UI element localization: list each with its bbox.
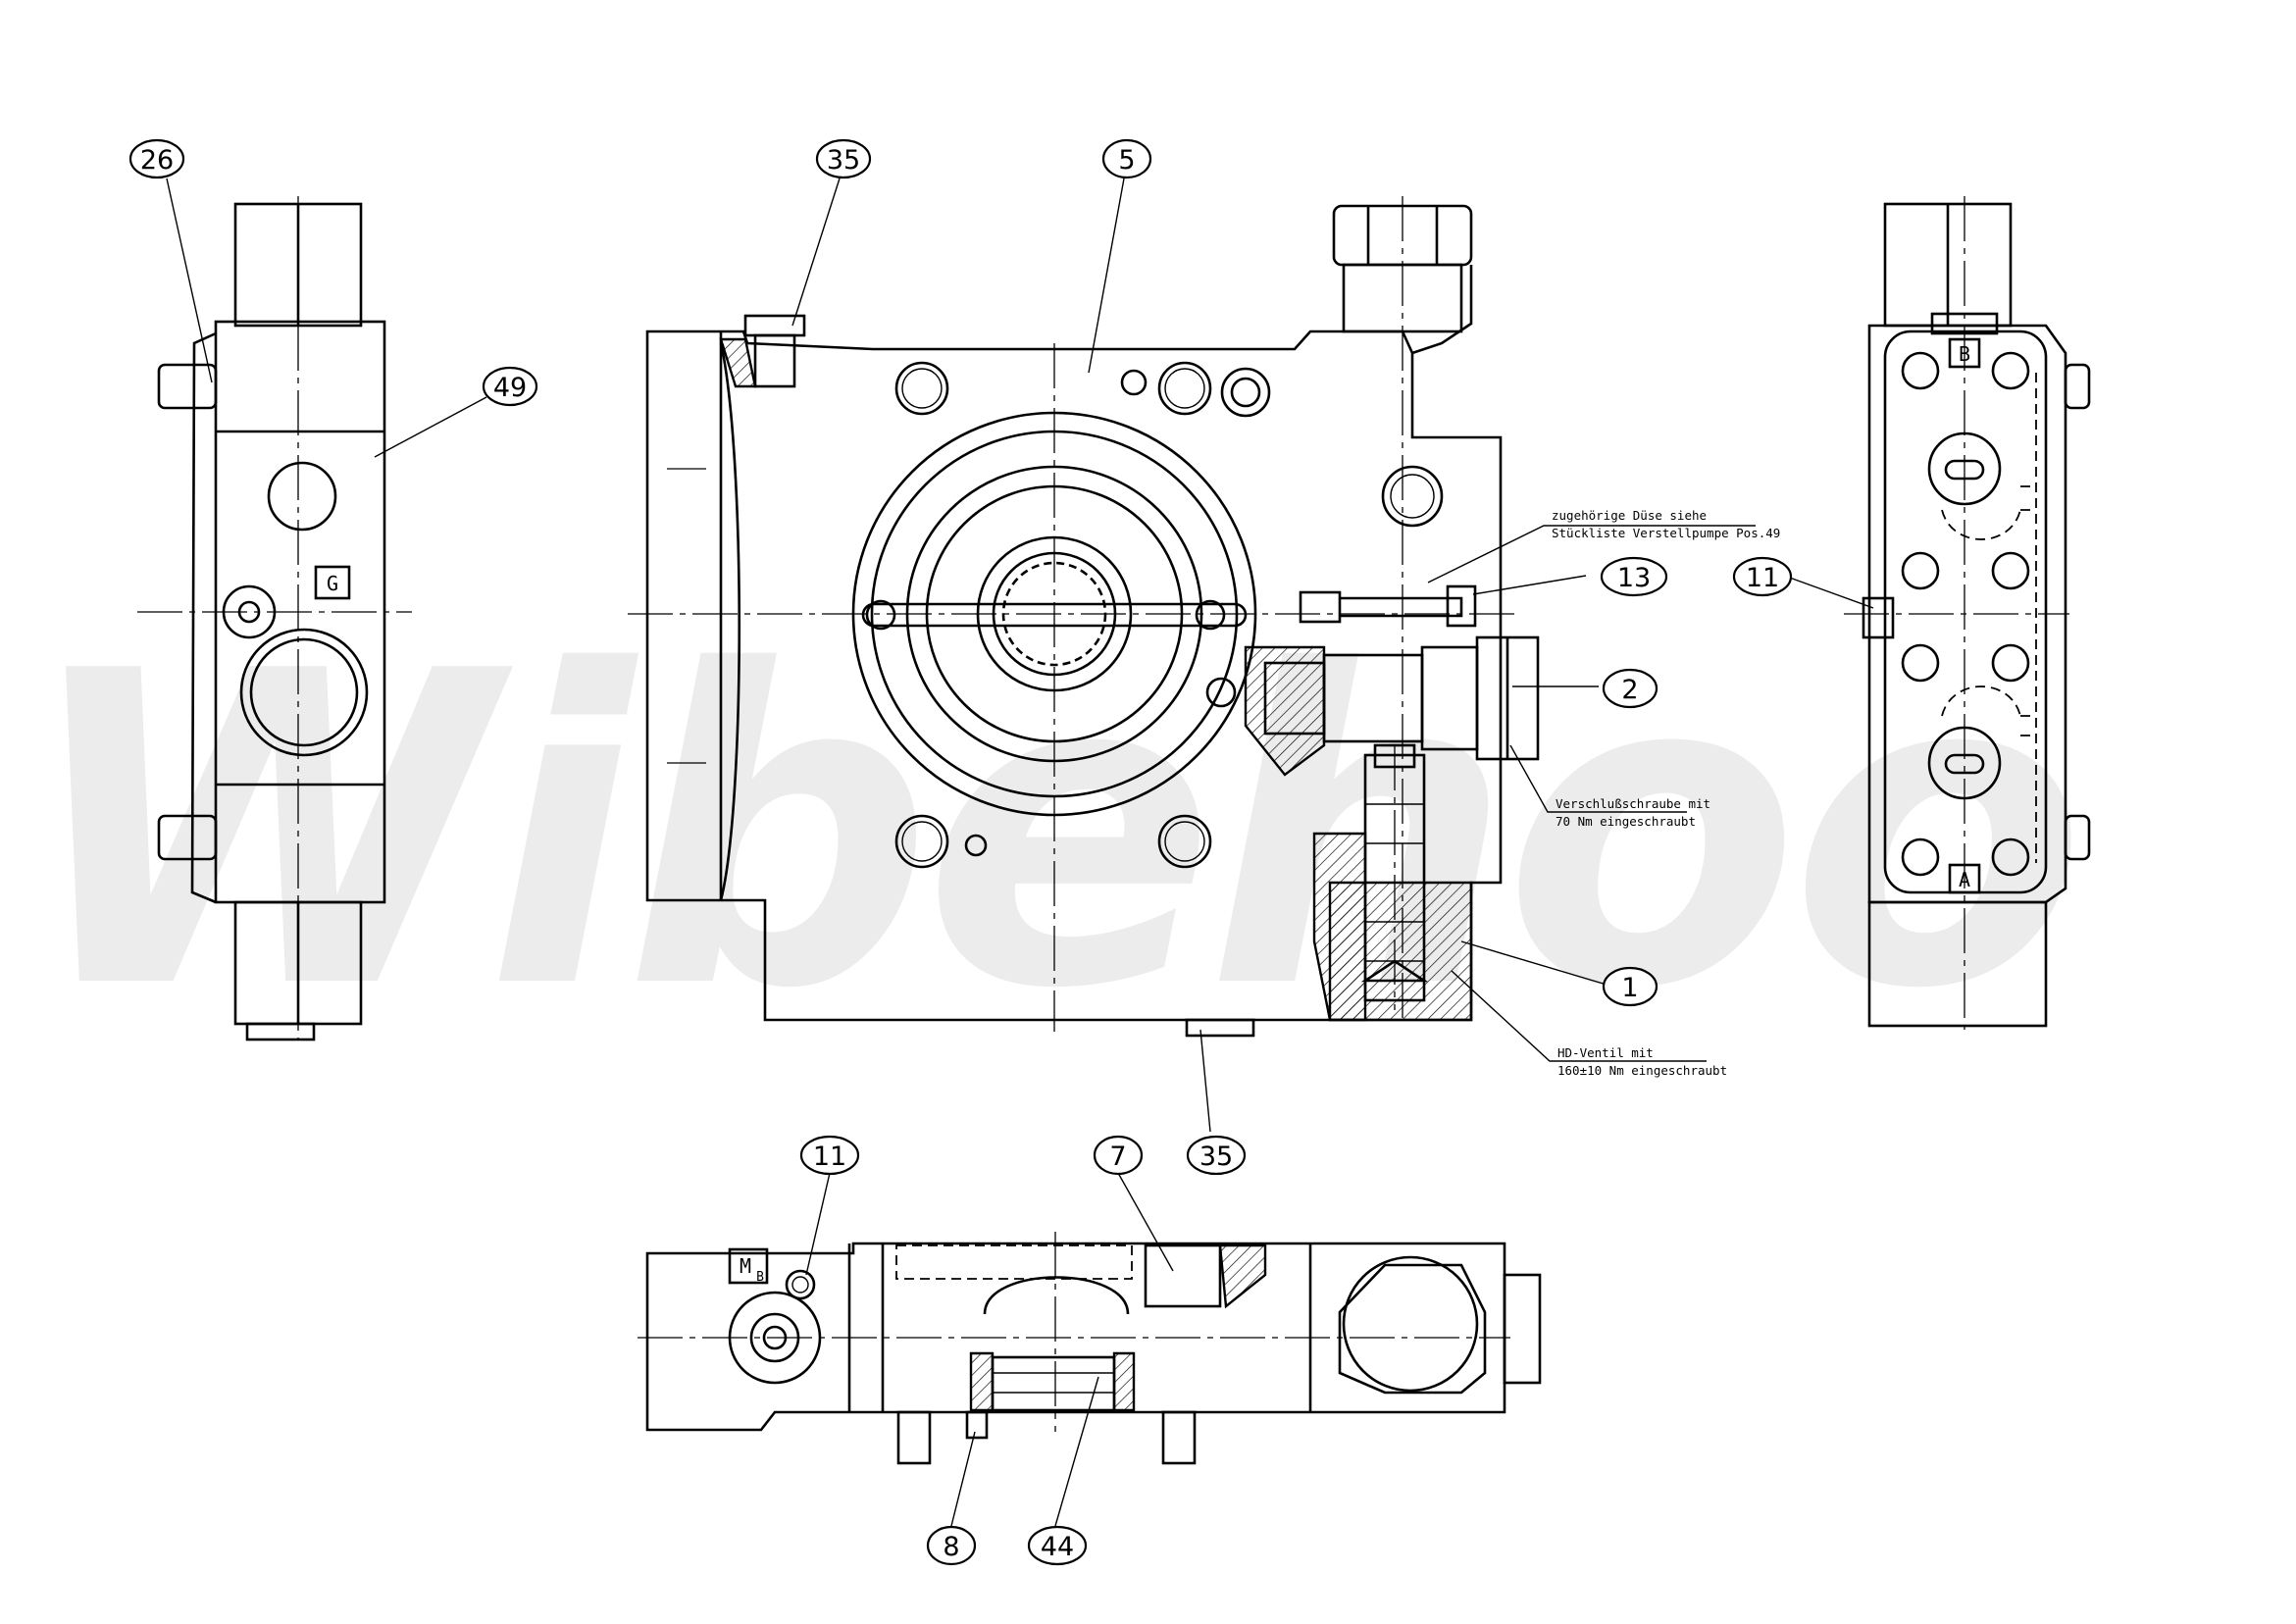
svg-text:26: 26 — [140, 145, 174, 176]
svg-text:2: 2 — [1621, 675, 1638, 705]
balloon-11-right: 11 — [1732, 556, 1793, 597]
bottom-view: M B — [638, 1232, 1542, 1465]
port-mb-label: M — [740, 1254, 751, 1278]
balloon-2: 2 — [1602, 668, 1658, 709]
note-nozzle: zugehörige Düse siehe Stückliste Verstel… — [1552, 508, 1780, 540]
note-plug-line2: 70 Nm eingeschraubt — [1556, 814, 1696, 829]
leader-lines — [166, 178, 1874, 1527]
svg-text:35: 35 — [1199, 1142, 1233, 1172]
note-valve-line1: HD-Ventil mit — [1557, 1045, 1654, 1060]
balloon-44: 44 — [1027, 1525, 1088, 1566]
balloon-1: 1 — [1602, 966, 1658, 1007]
note-nozzle-line1: zugehörige Düse siehe — [1552, 508, 1707, 523]
svg-text:35: 35 — [827, 145, 860, 176]
svg-text:1: 1 — [1621, 973, 1638, 1003]
port-g-label: G — [327, 572, 338, 595]
note-nozzle-line2: Stückliste Verstellpumpe Pos.49 — [1552, 526, 1780, 540]
right-side-view: B A — [1844, 196, 2091, 1030]
watermark: Wibehoo — [20, 581, 2076, 1083]
left-side-view: G — [137, 196, 412, 1041]
svg-text:49: 49 — [493, 373, 527, 403]
svg-text:13: 13 — [1617, 563, 1651, 593]
svg-text:7: 7 — [1109, 1142, 1126, 1172]
balloon-35-top: 35 — [815, 138, 872, 179]
balloon-35-bottom: 35 — [1186, 1135, 1247, 1176]
balloon-11-bottom: 11 — [799, 1135, 860, 1176]
balloon-49: 49 — [482, 366, 538, 407]
balloon-5: 5 — [1101, 138, 1152, 179]
note-plug-line1: Verschlußschraube mit — [1556, 796, 1710, 811]
balloon-26: 26 — [128, 138, 185, 179]
note-plug-screw: Verschlußschraube mit 70 Nm eingeschraub… — [1556, 796, 1710, 829]
balloon-7: 7 — [1093, 1135, 1144, 1176]
note-hd-valve: HD-Ventil mit 160±10 Nm eingeschraubt — [1557, 1045, 1727, 1078]
svg-text:11: 11 — [813, 1142, 846, 1172]
port-mb-subscript: B — [756, 1270, 764, 1285]
svg-text:11: 11 — [1746, 563, 1779, 593]
svg-text:8: 8 — [943, 1532, 959, 1562]
balloon-8: 8 — [926, 1525, 977, 1566]
svg-text:44: 44 — [1041, 1532, 1074, 1562]
svg-text:5: 5 — [1118, 145, 1135, 176]
balloon-13: 13 — [1600, 556, 1668, 597]
front-view — [628, 196, 1540, 1038]
note-valve-line2: 160±10 Nm eingeschraubt — [1557, 1063, 1727, 1078]
